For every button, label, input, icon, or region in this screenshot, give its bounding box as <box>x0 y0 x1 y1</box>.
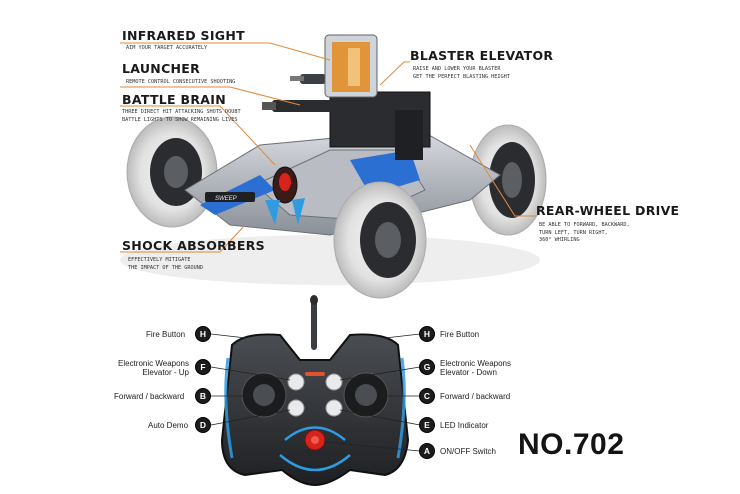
wheel-rear-left <box>126 116 218 228</box>
feature-shock-absorbers-desc: EFFECTIVELY MITIGATE THE IMPACT OF THE G… <box>128 257 203 271</box>
feature-infrared-sight-desc: AIM YOUR TARGET ACCURATELY <box>126 45 208 51</box>
ground-shadow <box>120 235 540 285</box>
feature-rear-wheel-drive-desc: BE ABLE TO FORWARD, BACKWARD, TURN LEFT,… <box>539 222 630 243</box>
control-badge-h-right: H <box>420 327 434 341</box>
control-label-fire-right: Fire Button <box>440 330 480 339</box>
feature-shock-absorbers-title: SHOCK ABSORBERS <box>122 238 265 253</box>
remote-controller <box>220 295 410 487</box>
feature-blaster-elevator-desc: RAISE AND LOWER YOUR BLASTER GET THE PER… <box>413 66 510 80</box>
turret <box>262 34 431 160</box>
feature-infrared-sight-title: INFRARED SIGHT <box>122 28 245 43</box>
control-label-forward-right: Forward / backward <box>440 392 511 401</box>
control-label-led-indicator: LED Indicator <box>440 421 489 430</box>
control-badge-a: A <box>420 444 434 458</box>
control-label-on-off: ON/OFF Switch <box>440 447 497 456</box>
control-label-forward-left: Forward / backward <box>114 392 185 401</box>
control-badge-e: E <box>420 418 434 432</box>
control-label-fire-left: Fire Button <box>146 330 186 339</box>
wheel-rear-right <box>469 124 547 236</box>
control-label-elevator-down: Electronic Weapons Elevator - Down <box>440 359 511 377</box>
feature-launcher-title: LAUNCHER <box>122 61 201 76</box>
model-number: NO.702 <box>518 428 625 461</box>
control-badge-h-left: H <box>196 327 210 341</box>
control-badge-c: C <box>420 389 434 403</box>
control-badge-g: G <box>420 360 434 374</box>
feature-launcher-desc: REMOTE CONTROL CONSECUTIVE SHOOTING <box>126 79 236 85</box>
feature-battle-brain-desc: THREE DIRECT HIT ATTACKING SHOTS DOUBT B… <box>122 109 241 123</box>
callout-lines <box>120 42 536 253</box>
control-label-auto-demo: Auto Demo <box>148 421 189 430</box>
feature-blaster-elevator-title: BLASTER ELEVATOR <box>410 48 554 63</box>
control-badge-d: D <box>196 418 210 432</box>
car-badge-text: SWEEP <box>215 196 237 202</box>
control-badge-b: B <box>196 389 210 403</box>
feature-rear-wheel-drive-title: REAR-WHEEL DRIVE <box>536 203 680 218</box>
control-badge-f: F <box>196 360 210 374</box>
control-label-elevator-up: Electronic Weapons Elevator - Up <box>118 359 189 377</box>
wheel-front-left <box>333 181 427 299</box>
control-lines <box>210 333 421 452</box>
feature-battle-brain-title: BATTLE BRAIN <box>122 92 226 107</box>
